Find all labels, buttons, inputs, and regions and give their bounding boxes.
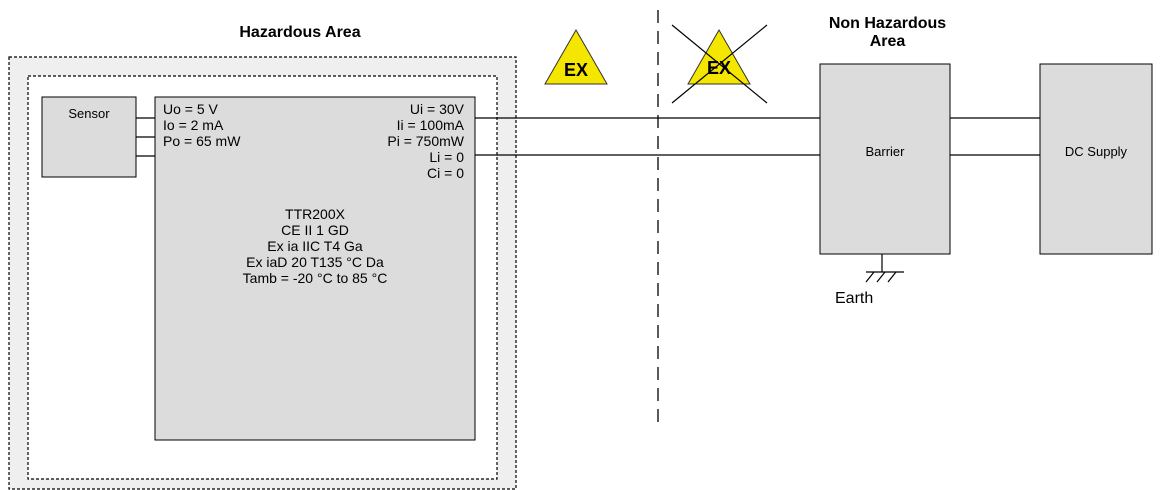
non-hazardous-title-line2: Area [869,33,906,50]
device-marking: TTR200X CE II 1 GD Ex ia IIC T4 Ga Ex ia… [155,206,475,286]
barrier-label: Barrier [865,144,905,159]
device-box [154,96,476,441]
sensor-label: Sensor [68,106,110,121]
ex-forbidden-label: EX [706,58,731,78]
non-hazardous-title-line1: Non Hazardous [828,15,947,32]
rating-ui: Ui = 30V [409,101,464,117]
hazardous-area-title: Hazardous Area [239,24,361,41]
earth-label: Earth [835,290,874,307]
device-ce-mark: CE II 1 GD [281,222,349,238]
ex-warning-triangle [544,28,608,85]
device-dust-protection: Ex iaD 20 T135 °C Da [246,254,384,270]
ex-forbidden-triangle [687,28,751,85]
device-input-ratings: Ui = 30V Ii = 100mA Pi = 750mW Li = 0 Ci… [330,101,464,181]
dc-supply-label: DC Supply [1064,144,1128,159]
dc-supply-box [1039,63,1153,255]
device-ambient-range: Tamb = -20 °C to 85 °C [242,270,388,286]
rating-ii: Ii = 100mA [396,117,464,133]
cross-out-line [671,24,768,104]
earth-icon [865,254,904,283]
sensor-output-ratings: Uo = 5 V Io = 2 mA Po = 65 mW [163,101,240,149]
rating-ci: Ci = 0 [427,165,464,181]
rating-io: Io = 2 mA [163,117,224,133]
rating-pi: Pi = 750mW [387,133,464,149]
rating-li: Li = 0 [429,149,464,165]
rating-uo: Uo = 5 V [163,101,218,117]
ex-allowed-label: EX [563,60,588,80]
device-gas-protection: Ex ia IIC T4 Ga [267,238,363,254]
barrier-box [819,63,951,255]
non-hazardous-area-title: Non Hazardous Area [810,15,965,51]
rating-po: Po = 65 mW [163,133,241,149]
device-model: TTR200X [285,206,345,222]
sensor-box [41,96,137,178]
